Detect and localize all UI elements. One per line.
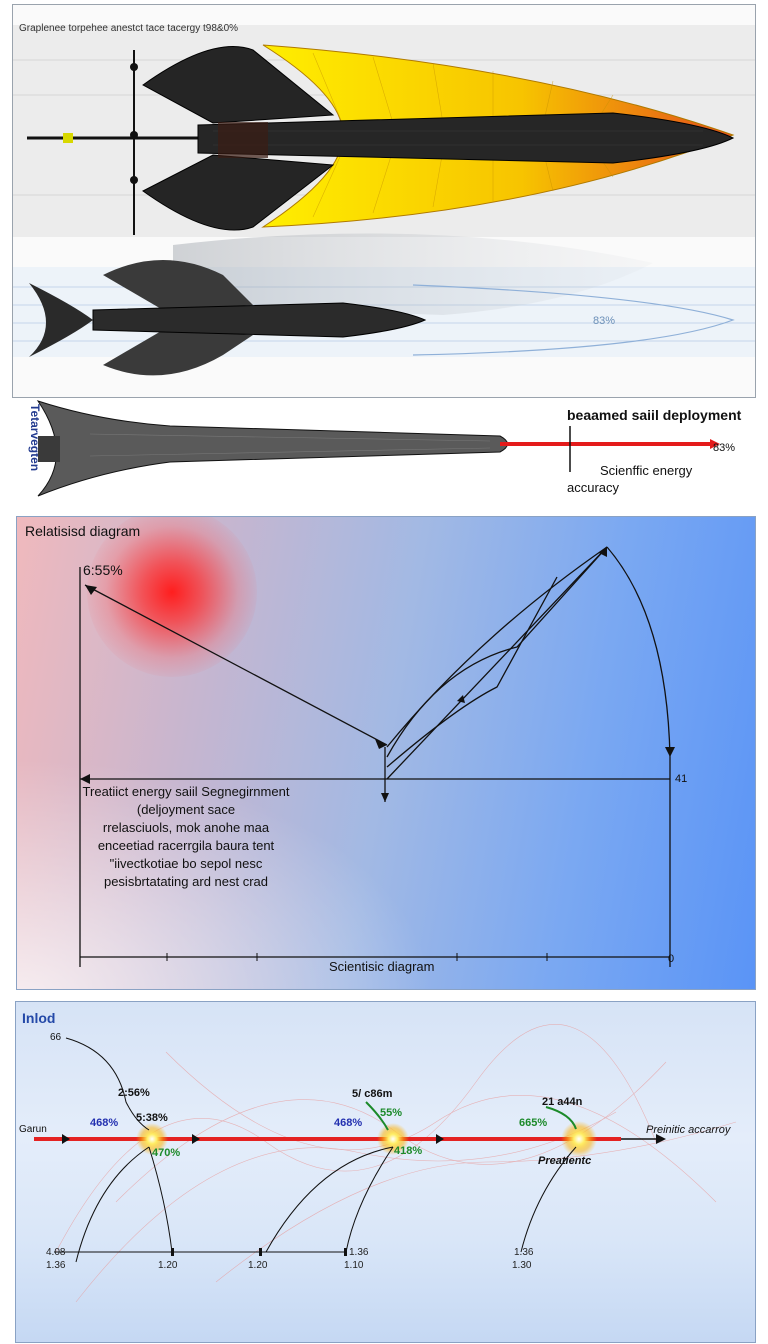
node-2-green: 418%	[394, 1145, 423, 1157]
diagram-right-label: 41	[675, 773, 688, 785]
beam-title: beaamed saiil deployment	[567, 407, 742, 423]
flare-node-3	[561, 1121, 597, 1157]
node-2-blue: 468%	[334, 1117, 363, 1129]
node-3-top: 21 a44n	[542, 1096, 583, 1108]
node-2-mid: 55%	[380, 1107, 403, 1119]
node-3-green: 665%	[519, 1117, 548, 1129]
tick-top-4: 1.36	[349, 1247, 369, 1258]
flare-node-2	[377, 1123, 409, 1155]
beam-illustration	[36, 400, 720, 497]
craft-illustration	[13, 25, 755, 376]
node-3-below: Preatientc	[538, 1155, 592, 1167]
node-2-top: 5/ c86m	[352, 1088, 393, 1100]
tick-bottom-3: 1.20	[248, 1260, 268, 1271]
tick-bottom-4: 1.10	[344, 1260, 364, 1271]
trajectory-diagram	[79, 546, 675, 967]
beam-subtitle-2: accuracy	[567, 480, 620, 495]
tick-bottom-1: 1.36	[46, 1260, 66, 1271]
craft-hull	[197, 112, 735, 164]
beam-subtitle-1: Scienffic energy	[600, 463, 693, 478]
inlod-panel: Inlod 66 Garun Preinitic accarroy 2:56% …	[15, 1001, 756, 1343]
tick-bottom-5: 1.30	[512, 1260, 532, 1271]
ghost-craft-hull	[92, 302, 427, 338]
node-1-green: 470%	[152, 1147, 181, 1159]
diagram-percent: 6:55%	[83, 562, 123, 578]
top-illustration-panel: Graplenee torpehee anestct tace tacergy …	[12, 4, 756, 398]
inlod-right-label: Preinitic accarroy	[646, 1124, 731, 1136]
node-1-mid: 5:38%	[136, 1112, 168, 1124]
beam-percent: 83%	[713, 442, 736, 454]
diagram-title: Relatisisd diagram	[25, 523, 141, 539]
relativistic-diagram-panel: Relatisisd diagram 6:55% 41 Treatiict en…	[16, 516, 756, 990]
inlod-axis-left-label: Garun	[19, 1124, 47, 1135]
inlod-title: Inlod	[22, 1010, 56, 1026]
illustration-title: Graplenee torpehee anestct tace tacergy …	[19, 23, 239, 34]
illustration-percent: 83%	[593, 315, 616, 327]
beam-side-label: Tetarvegten	[28, 404, 42, 472]
diagram-axis-label: Scientisic diagram	[329, 959, 435, 974]
node-1-blue: 468%	[90, 1117, 119, 1129]
diagram-zero-label: 0	[668, 953, 675, 965]
tick-top-5: 1.36	[514, 1247, 534, 1258]
node-1-top: 2:56%	[118, 1087, 150, 1099]
flare-node-1	[136, 1123, 168, 1155]
inlod-diagram	[34, 1024, 737, 1303]
diagram-description: Treatiict energy saiil Segnegirnment (de…	[82, 784, 290, 889]
inlod-annot-top-left: 66	[50, 1032, 62, 1043]
tick-top-1: 4.08	[46, 1247, 66, 1258]
red-energy-glow	[87, 517, 257, 677]
tick-bottom-2: 1.20	[158, 1260, 178, 1271]
